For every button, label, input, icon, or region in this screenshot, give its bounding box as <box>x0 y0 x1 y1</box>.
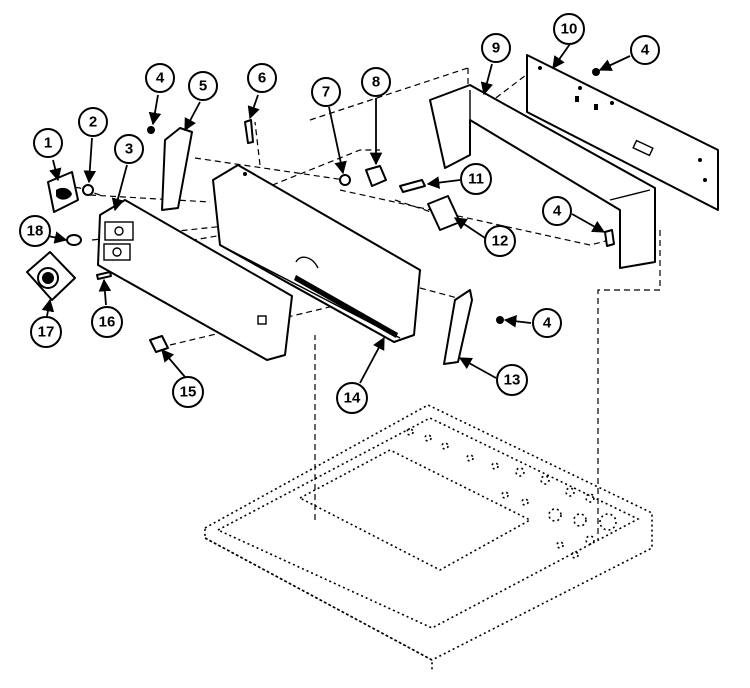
svg-text:4: 4 <box>641 42 650 59</box>
callout-16: 16 <box>91 306 123 338</box>
screw-c <box>604 229 615 247</box>
spring-clip <box>339 174 351 186</box>
left-end-bracket <box>161 127 193 211</box>
dryer-top-panel <box>204 404 653 672</box>
svg-text:7: 7 <box>322 84 330 101</box>
svg-text:5: 5 <box>199 78 207 95</box>
svg-text:12: 12 <box>492 233 509 250</box>
callout-6: 6 <box>247 63 277 93</box>
svg-text:3: 3 <box>125 141 133 158</box>
washer <box>82 184 94 196</box>
knob-cap <box>47 171 79 213</box>
svg-text:4: 4 <box>543 315 552 332</box>
callout-18: 18 <box>19 215 51 247</box>
timer-motor <box>427 195 461 231</box>
callout-10: 10 <box>553 13 585 45</box>
callout-3: 3 <box>114 134 144 164</box>
callout-1: 1 <box>33 128 63 158</box>
callout-leaders <box>41 43 631 384</box>
screw-top <box>244 119 254 144</box>
control-console-body <box>212 164 421 343</box>
callout-7: 7 <box>311 77 341 107</box>
svg-text:1: 1 <box>44 135 52 152</box>
callout-4-b: 4 <box>630 35 660 65</box>
push-switch <box>149 335 169 353</box>
svg-text:16: 16 <box>99 314 116 331</box>
svg-text:14: 14 <box>344 390 361 407</box>
callout-4-d: 4 <box>532 308 562 338</box>
signal-buzzer <box>399 179 426 193</box>
callout-17: 17 <box>30 316 62 348</box>
svg-text:13: 13 <box>504 372 521 389</box>
start-relay <box>365 165 387 187</box>
callout-14: 14 <box>336 382 368 414</box>
front-panel-overlay <box>97 199 293 361</box>
screw-front <box>96 271 112 280</box>
assembly-guide-lines <box>59 67 661 540</box>
callout-12: 12 <box>484 225 516 257</box>
callout-11: 11 <box>460 163 492 195</box>
callout-15: 15 <box>172 376 204 408</box>
svg-text:9: 9 <box>492 40 500 57</box>
callout-8: 8 <box>361 67 391 97</box>
callout-9: 9 <box>481 33 511 63</box>
callout-2: 2 <box>78 107 108 137</box>
svg-text:10: 10 <box>561 21 578 38</box>
right-end-bracket <box>443 289 473 365</box>
screw-b <box>592 68 600 76</box>
clip-ring <box>66 234 82 246</box>
screw-a <box>147 126 155 134</box>
svg-text:4: 4 <box>156 70 165 87</box>
rear-control-panel <box>526 54 719 211</box>
callout-4-c: 4 <box>542 196 572 226</box>
svg-text:11: 11 <box>468 171 484 188</box>
callout-5: 5 <box>188 71 218 101</box>
svg-text:6: 6 <box>258 70 266 87</box>
svg-text:15: 15 <box>180 384 197 401</box>
svg-text:8: 8 <box>372 74 380 91</box>
timer-knob <box>26 251 76 301</box>
console-backguard <box>429 84 656 269</box>
svg-text:17: 17 <box>38 324 55 341</box>
screw-d <box>496 316 504 324</box>
callout-13: 13 <box>496 364 528 396</box>
svg-text:2: 2 <box>89 114 97 131</box>
svg-text:4: 4 <box>553 203 562 220</box>
callout-4-a: 4 <box>145 63 175 93</box>
svg-text:18: 18 <box>27 223 44 240</box>
